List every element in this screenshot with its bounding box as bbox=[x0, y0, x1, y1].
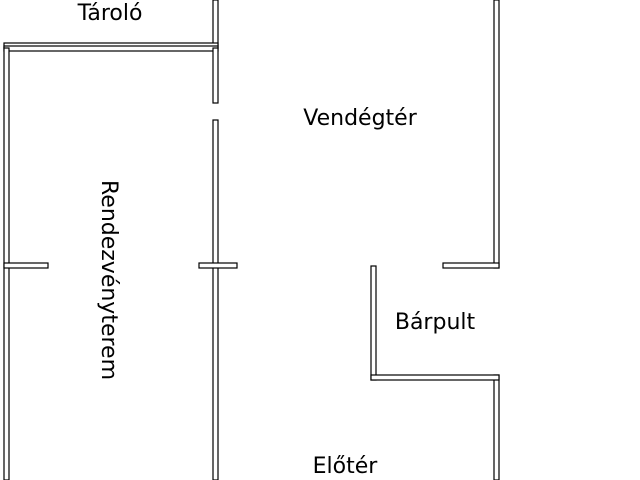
guest-area-label: Vendégtér bbox=[303, 106, 417, 131]
guest-area-right-wall-lower bbox=[493, 374, 500, 480]
bar-left-wall bbox=[370, 265, 377, 381]
event-hall-right-partition-stub bbox=[198, 262, 238, 269]
event-hall-right-wall-middle bbox=[212, 119, 219, 480]
event-hall-right-wall-upper bbox=[212, 47, 219, 104]
storage-right-wall bbox=[212, 0, 219, 47]
event-hall-left-partition-stub bbox=[3, 262, 49, 269]
guest-area-right-wall-upper bbox=[493, 0, 500, 269]
walls bbox=[3, 0, 500, 480]
bar-counter-label: Bárpult bbox=[395, 310, 476, 335]
bar-top-stub bbox=[442, 262, 500, 269]
storage-label: Tároló bbox=[77, 1, 143, 26]
lobby-label: Előtér bbox=[313, 454, 379, 479]
event-hall-label: Rendezvényterem bbox=[96, 180, 121, 380]
event-hall-top-wall bbox=[3, 45, 219, 52]
room-labels: Tároló Vendégtér Rendezvényterem Bárpult… bbox=[77, 1, 476, 479]
bar-bottom-wall bbox=[370, 374, 500, 381]
